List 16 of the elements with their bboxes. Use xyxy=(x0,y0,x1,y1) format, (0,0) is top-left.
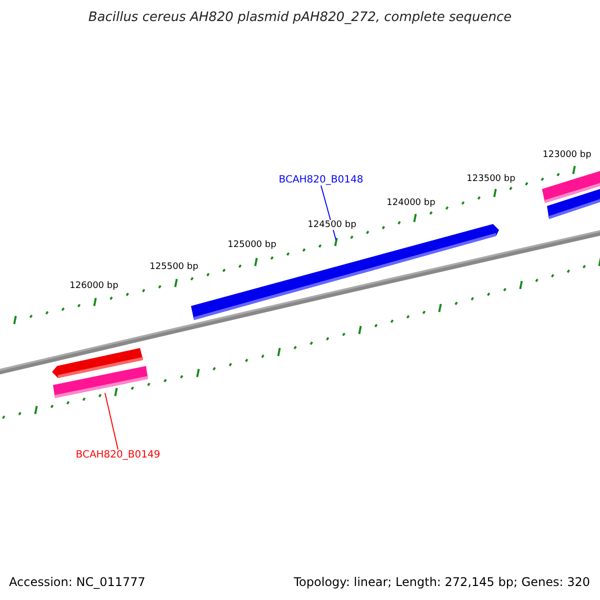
position-label: 126000 bp xyxy=(68,281,120,291)
leader-line xyxy=(320,185,336,240)
gene-arrow xyxy=(52,348,143,378)
position-label: 125000 bp xyxy=(226,240,278,250)
gene-arrow xyxy=(547,189,600,219)
position-label: 123000 bp xyxy=(542,150,592,160)
gene-label: BCAH820_B0148 xyxy=(278,174,364,186)
gene-label: BCAH820_B0149 xyxy=(76,450,160,460)
position-label: 125500 bp xyxy=(148,262,200,272)
title: Bacillus cereus AH820 plasmid pAH820_272, complete sequence xyxy=(87,10,513,25)
leader-line xyxy=(104,392,118,450)
position-label: 123500 bp xyxy=(466,174,516,184)
summary-text: Topology: linear; Length: 272,145 bp; Genes: 320 xyxy=(294,575,590,589)
position-label: 124000 bp xyxy=(386,198,436,208)
position-label: 124500 bp xyxy=(306,220,358,230)
accession-text: Accession: NC_011777 xyxy=(9,575,146,589)
